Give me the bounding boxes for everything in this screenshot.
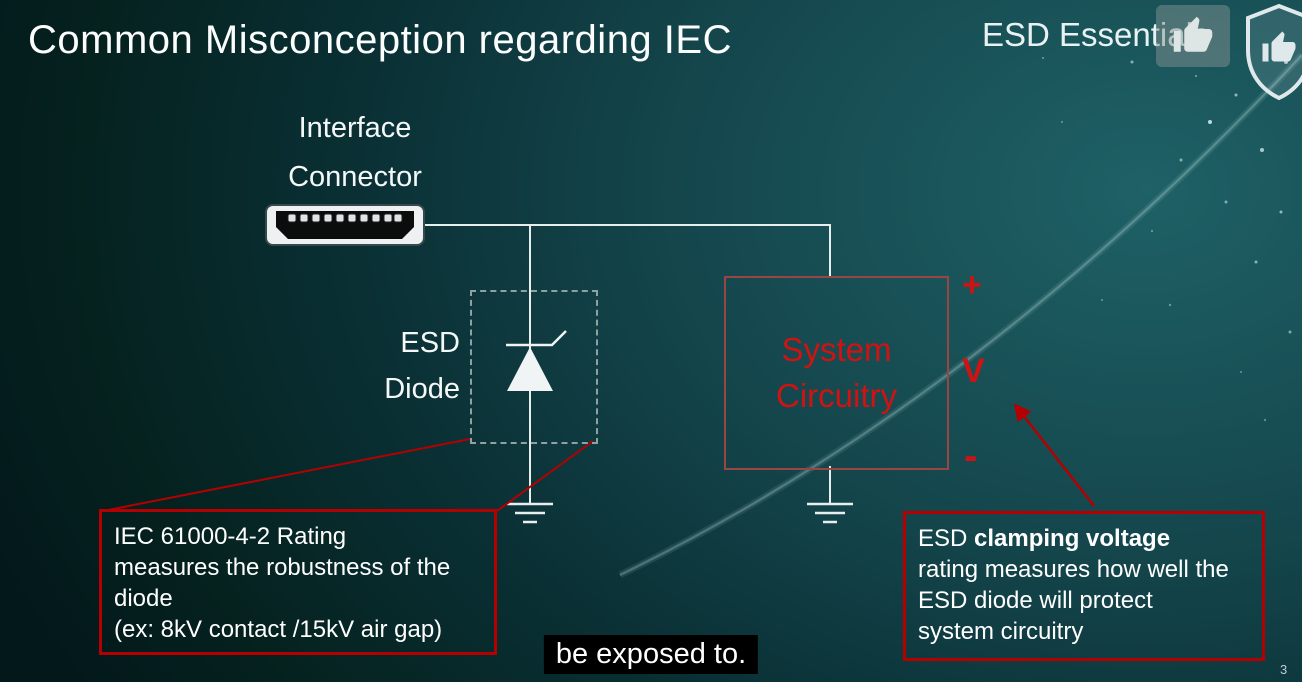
- clamping-voltage-callout: ESD clamping voltage rating measures how…: [903, 511, 1265, 661]
- callout-leader-lines: [102, 438, 594, 512]
- esd-diode-label-line1: ESD: [400, 327, 460, 359]
- system-circuitry-line1: System: [781, 331, 892, 368]
- clamping-callout-line4: system circuitry: [918, 618, 1084, 645]
- iec-callout-line3: diode: [114, 585, 173, 612]
- star-dots: [1042, 57, 1292, 422]
- clamping-arrow: [1013, 403, 1095, 507]
- system-circuitry-line2: Circuitry: [776, 377, 897, 414]
- interface-connector-label-line2: Connector: [288, 161, 422, 193]
- page-number: 3: [1280, 662, 1288, 677]
- shield-logo-icon: [1244, 2, 1302, 104]
- slide-title: Common Misconception regarding IEC: [28, 18, 732, 62]
- clamping-line1-prefix: ESD: [918, 525, 975, 552]
- iec-callout-line1: IEC 61000-4-2 Rating: [114, 523, 347, 550]
- iec-callout-line4: (ex: 8kV contact /15kV air gap): [114, 616, 443, 643]
- interface-connector-label-line1: Interface: [298, 112, 412, 144]
- voltage-label: V: [962, 352, 985, 390]
- esd-diode-label: ESD Diode: [360, 320, 460, 412]
- light-streak: [618, 52, 1302, 579]
- hdmi-connector-icon: [265, 204, 425, 246]
- thumbs-up-glyph: [1173, 16, 1213, 52]
- esd-diode-highlight-box: [470, 290, 598, 444]
- minus-sign: -: [964, 434, 978, 478]
- clamping-line1-bold: clamping voltage: [974, 525, 1171, 552]
- plus-sign: +: [962, 266, 982, 304]
- ground-symbol-right: [807, 502, 853, 524]
- ground-symbol-left: [507, 502, 553, 524]
- iec-callout-line2: measures the robustness of the: [114, 554, 451, 581]
- clamping-callout-line1: ESD clamping voltage: [918, 523, 1250, 554]
- esd-diode-label-line2: Diode: [384, 373, 460, 405]
- system-circuitry-box: System Circuitry: [724, 276, 949, 470]
- clamping-callout-line2: rating measures how well the: [918, 556, 1229, 583]
- clamping-callout-line3: ESD diode will protect: [918, 587, 1153, 614]
- thumbs-up-icon[interactable]: [1156, 5, 1230, 67]
- interface-connector-label: Interface Connector: [250, 104, 460, 202]
- iec-rating-callout: IEC 61000-4-2 Rating measures the robust…: [99, 509, 497, 655]
- video-caption: be exposed to.: [543, 635, 759, 674]
